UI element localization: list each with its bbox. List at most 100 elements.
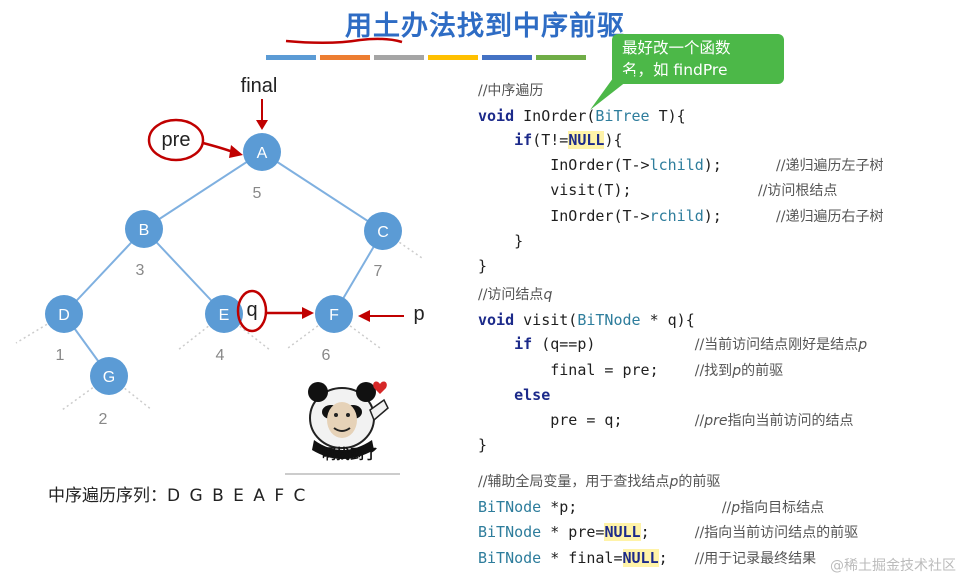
watermark: @稀土掘金技术社区 <box>830 558 956 574</box>
node-label: C <box>377 224 389 241</box>
type-name: BiTNode <box>478 497 542 516</box>
node-c: C <box>364 212 402 250</box>
sequence-label: 中序遍历序列： <box>48 486 167 506</box>
pre-arrow-icon <box>202 141 243 158</box>
keyword: else <box>514 386 551 404</box>
null-pointers <box>15 230 423 411</box>
code-comment: 指向当前访问的结点 <box>727 412 854 429</box>
node-label: A <box>257 145 268 162</box>
code-text: } <box>478 256 488 275</box>
tree-edges <box>63 151 384 377</box>
visit-comment-var: q <box>543 287 553 303</box>
edge-a-c <box>261 151 384 232</box>
tip-bubble-line1: 最好改一个函数 <box>622 39 731 57</box>
sequence-value: D G B E A F C <box>167 486 308 506</box>
visit-code-block: //访问结点q void visit(BiTNode * q){ if (q==… <box>478 282 867 458</box>
type-name: BiTree <box>595 106 650 125</box>
inorder-sequence: 中序遍历序列：D G B E A F C <box>48 481 307 506</box>
pre-circle <box>147 118 205 162</box>
order-number-a: 5 <box>253 185 262 202</box>
order-number-d: 1 <box>56 347 65 364</box>
type-name: BiTNode <box>478 548 542 567</box>
meme-caption: 啊找到了 <box>322 447 378 463</box>
order-number-e: 4 <box>216 347 225 364</box>
type-name: BiTNode <box>577 310 641 329</box>
q-circle <box>236 289 268 333</box>
title-bar-segment <box>428 55 478 60</box>
node-f: F <box>315 295 353 333</box>
code-comment: //访问根结点 <box>757 183 838 199</box>
globals-code-block: //辅助全局变量，用于查找结点p的前驱 BiTNode *p; //p指向目标结… <box>478 469 858 571</box>
field-name: rchild <box>649 206 704 225</box>
inorder-code-block: //中序遍历 void InOrder(BiTree T){ if(T!=NUL… <box>478 78 883 278</box>
keyword: void <box>478 310 515 329</box>
final-arrow-icon <box>256 99 268 130</box>
globals-comment-var: p <box>669 474 679 490</box>
code-text: (T!= <box>532 131 569 149</box>
order-number-c: 7 <box>374 263 383 280</box>
title-bar-segment <box>536 55 586 60</box>
code-text: visit( <box>514 310 578 329</box>
node-label: E <box>219 307 230 324</box>
code-text: final = pre; <box>550 360 659 379</box>
field-name: lchild <box>649 155 704 174</box>
node-label: D <box>58 307 70 324</box>
code-comment: //找到 <box>694 362 733 379</box>
pre-label: pre <box>162 129 191 151</box>
code-text: * final= <box>541 548 623 567</box>
code-text: ){ <box>604 131 623 149</box>
node-a: A <box>243 133 281 171</box>
node-b: B <box>125 210 163 248</box>
code-text: * q){ <box>640 310 695 329</box>
code-text: InOrder( <box>514 106 596 125</box>
node-label: G <box>103 369 115 386</box>
final-label: final <box>241 75 278 97</box>
edge-b-d <box>63 228 145 315</box>
order-number-g: 2 <box>99 411 108 428</box>
code-comment: //指向当前访问结点的前驱 <box>694 525 859 541</box>
tip-bubble: 最好改一个函数 名，如 findPre <box>612 34 784 84</box>
code-text: } <box>514 232 524 250</box>
type-name: BiTNode <box>478 523 542 541</box>
inorder-comment: //中序遍历 <box>478 83 544 99</box>
code-text: (q==p) <box>532 335 596 353</box>
q-arrow-icon <box>266 307 314 319</box>
p-arrow-icon <box>358 310 404 322</box>
code-text: *p; <box>541 497 578 516</box>
keyword: if <box>514 131 533 149</box>
code-text: InOrder(T-> <box>550 206 650 225</box>
code-text: ; <box>658 548 668 567</box>
tip-bubble-line2: 名，如 findPre <box>622 61 728 79</box>
code-comment: //递归遍历左子树 <box>776 157 884 174</box>
code-text: ; <box>640 523 650 541</box>
globals-comment: 的前驱 <box>678 474 721 490</box>
null-literal: NULL <box>604 523 641 541</box>
node-label: B <box>139 222 150 239</box>
code-comment-var: p <box>732 362 742 379</box>
q-label: q <box>246 299 257 321</box>
globals-comment: //辅助全局变量，用于查找结点 <box>478 474 670 490</box>
code-text: ); <box>703 206 722 225</box>
null-literal: NULL <box>622 548 659 567</box>
node-g: G <box>90 357 128 395</box>
code-comment: 指向目标结点 <box>740 499 825 516</box>
keyword: if <box>514 335 533 353</box>
edge-b-e <box>143 228 225 315</box>
page-title: 用土办法找到中序前驱 <box>345 11 625 42</box>
code-comment-var: p <box>731 499 741 516</box>
code-text: InOrder(T-> <box>550 155 650 174</box>
title-bar-segment <box>374 55 424 60</box>
code-comment-var: pre <box>704 412 728 429</box>
node-d: D <box>45 295 83 333</box>
code-text: T){ <box>649 106 686 125</box>
keyword: void <box>478 106 515 125</box>
code-comment: //递归遍历右子树 <box>776 208 884 225</box>
code-text: ); <box>703 155 722 174</box>
code-comment: //当前访问结点刚好是结点 <box>694 337 859 353</box>
code-text: * pre= <box>541 523 605 541</box>
code-text: } <box>478 436 488 454</box>
code-comment: //用于记录最终结果 <box>694 550 817 567</box>
code-text: visit(T); <box>550 181 632 199</box>
title-underline-scribble <box>285 37 403 45</box>
